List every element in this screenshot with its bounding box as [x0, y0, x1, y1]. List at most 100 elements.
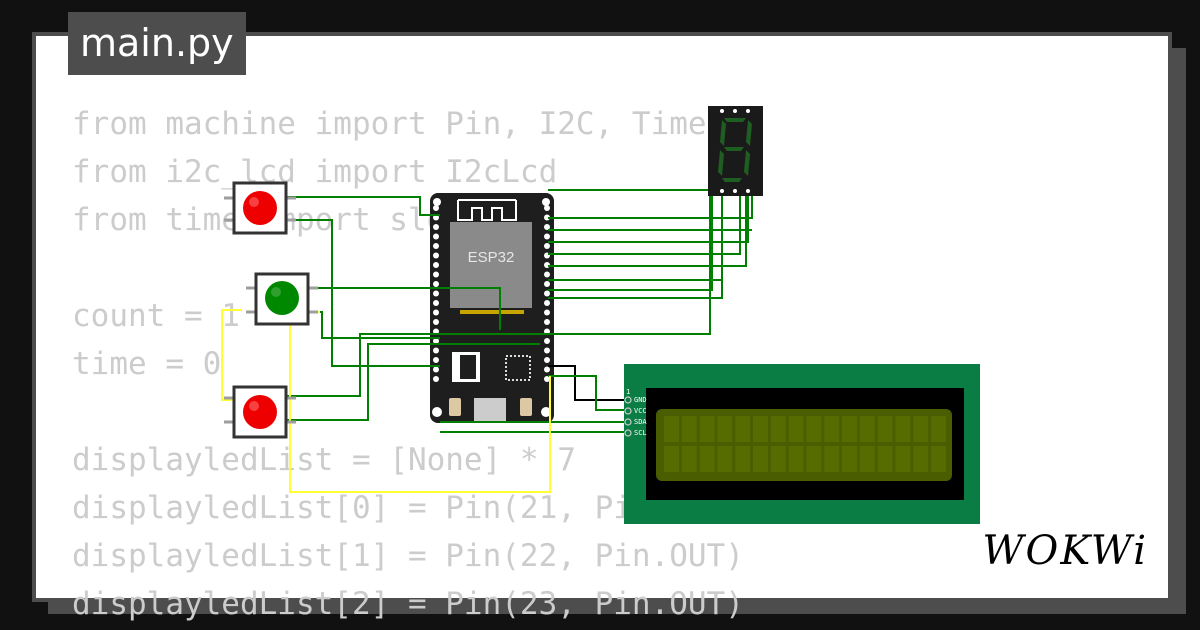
esp32-pin	[433, 347, 439, 354]
wire	[306, 287, 501, 330]
lcd-pin-vcc: VCC	[634, 407, 647, 415]
esp32-pin	[433, 290, 439, 297]
esp32-pin	[544, 300, 550, 306]
esp32-pin	[544, 290, 550, 297]
lcd-cell	[806, 446, 822, 472]
button-cap[interactable]	[265, 281, 299, 315]
esp32-pin	[433, 224, 439, 230]
lcd-cell	[788, 416, 804, 442]
esp32-pin	[433, 271, 439, 278]
wiring	[221, 189, 753, 493]
wire	[548, 196, 741, 255]
esp32-pin	[433, 243, 439, 249]
lcd-cell	[877, 416, 893, 442]
seven-segment-display[interactable]	[708, 106, 763, 196]
wire	[548, 196, 753, 219]
lcd-character-cells	[664, 416, 946, 472]
button-cap[interactable]	[243, 395, 277, 429]
usb-chip	[505, 355, 531, 381]
wokwi-logo: WOKWi	[982, 528, 1148, 574]
wire	[548, 196, 749, 243]
esp32-pin	[433, 281, 439, 287]
lcd-pin-gnd: GND	[634, 396, 647, 404]
lcd-cell	[913, 446, 929, 472]
pushbutton-red-bottom[interactable]	[224, 385, 296, 439]
boot-button[interactable]	[449, 398, 461, 416]
esp32-pin	[544, 319, 550, 325]
wire	[286, 343, 540, 421]
lcd-cell	[770, 416, 786, 442]
lcd-cell	[770, 446, 786, 472]
esp32-pin	[544, 366, 550, 373]
lcd-cell	[788, 446, 804, 472]
esp32-pin	[433, 319, 439, 325]
code-line: displayledList[1] = Pin(22, Pin.OUT)	[72, 538, 744, 574]
code-line: time = 0	[72, 346, 222, 382]
wire	[548, 190, 713, 291]
esp32-pin	[544, 233, 550, 240]
lcd1602-i2c[interactable]: 1 GND VCC SDA SCL	[624, 364, 980, 524]
lcd-cell	[931, 416, 946, 442]
wire	[286, 219, 440, 367]
lcd-cell	[806, 416, 822, 442]
lcd-cell	[717, 446, 733, 472]
lcd-pin-header	[624, 396, 632, 437]
esp32-pin	[433, 252, 439, 259]
wire	[548, 375, 628, 411]
code-line: count = 1	[72, 298, 240, 334]
esp32-pin	[433, 309, 439, 316]
lcd-cell	[735, 446, 751, 472]
code-line: displayledList[2] = Pin(23, Pin.OUT)	[72, 586, 744, 622]
esp32-antenna	[457, 199, 517, 221]
esp32-module-shield	[450, 222, 532, 308]
esp32-pin	[433, 376, 439, 382]
lcd-cell	[895, 446, 911, 472]
lcd-cell	[681, 446, 697, 472]
reset-button[interactable]	[520, 398, 532, 416]
wire-yellow	[221, 309, 242, 401]
esp32-pin	[544, 243, 550, 249]
esp32-pin	[433, 366, 439, 373]
lcd-cell	[877, 446, 893, 472]
esp32-pin	[544, 347, 550, 354]
esp32-pin	[544, 271, 550, 278]
usb-port	[474, 398, 506, 422]
file-tab-label[interactable]: main.py	[68, 12, 246, 75]
esp32-pin	[433, 338, 439, 344]
wire	[286, 196, 440, 216]
esp32-pin	[433, 357, 439, 363]
esp32-board[interactable]: ESP32	[430, 193, 554, 423]
wire	[286, 190, 711, 397]
esp32-pin	[433, 233, 439, 240]
esp32-pin	[544, 376, 550, 382]
lcd-cell	[913, 416, 929, 442]
lcd-cell	[842, 446, 857, 472]
lcd-cell	[859, 416, 875, 442]
lcd-cell	[753, 416, 768, 442]
esp32-pin	[544, 338, 550, 344]
pushbutton-red-top[interactable]	[224, 181, 296, 235]
button-cap[interactable]	[243, 191, 277, 225]
lcd-cell	[753, 446, 768, 472]
code-line: from i2c_lcd import I2cLcd	[72, 154, 558, 190]
esp32-module-pads	[460, 310, 524, 314]
esp32-pin	[433, 205, 439, 211]
esp32-pin	[544, 309, 550, 316]
lcd-cell	[824, 446, 840, 472]
lcd-pin-sda: SDA	[634, 418, 647, 426]
lcd-cell	[824, 416, 840, 442]
pushbutton-green-middle[interactable]	[246, 272, 318, 326]
esp32-pin	[544, 224, 550, 230]
lcd-cell	[699, 446, 715, 472]
lcd-cell	[664, 416, 679, 442]
wire	[548, 196, 747, 267]
lcd-cell	[842, 416, 857, 442]
esp32-pin	[544, 357, 550, 363]
esp32-pin	[544, 281, 550, 287]
wire	[548, 190, 723, 299]
lcd-cell	[681, 416, 697, 442]
lcd-cell	[895, 416, 911, 442]
lcd-cell	[931, 446, 946, 472]
